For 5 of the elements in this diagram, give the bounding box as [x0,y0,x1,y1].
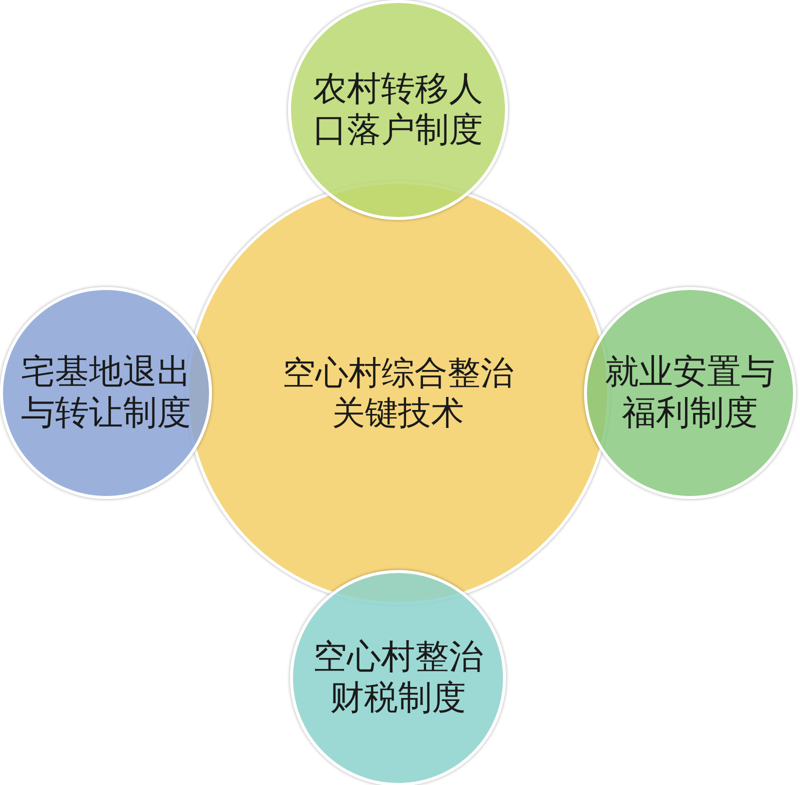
node-label: 农村转移人口落户制度 [313,68,483,152]
node-label: 空心村综合整治关键技术 [282,352,514,434]
node-label: 空心村整治财税制度 [313,636,483,720]
node-label: 宅基地退出与转让制度 [21,352,191,434]
node-label: 就业安置与福利制度 [605,352,775,434]
